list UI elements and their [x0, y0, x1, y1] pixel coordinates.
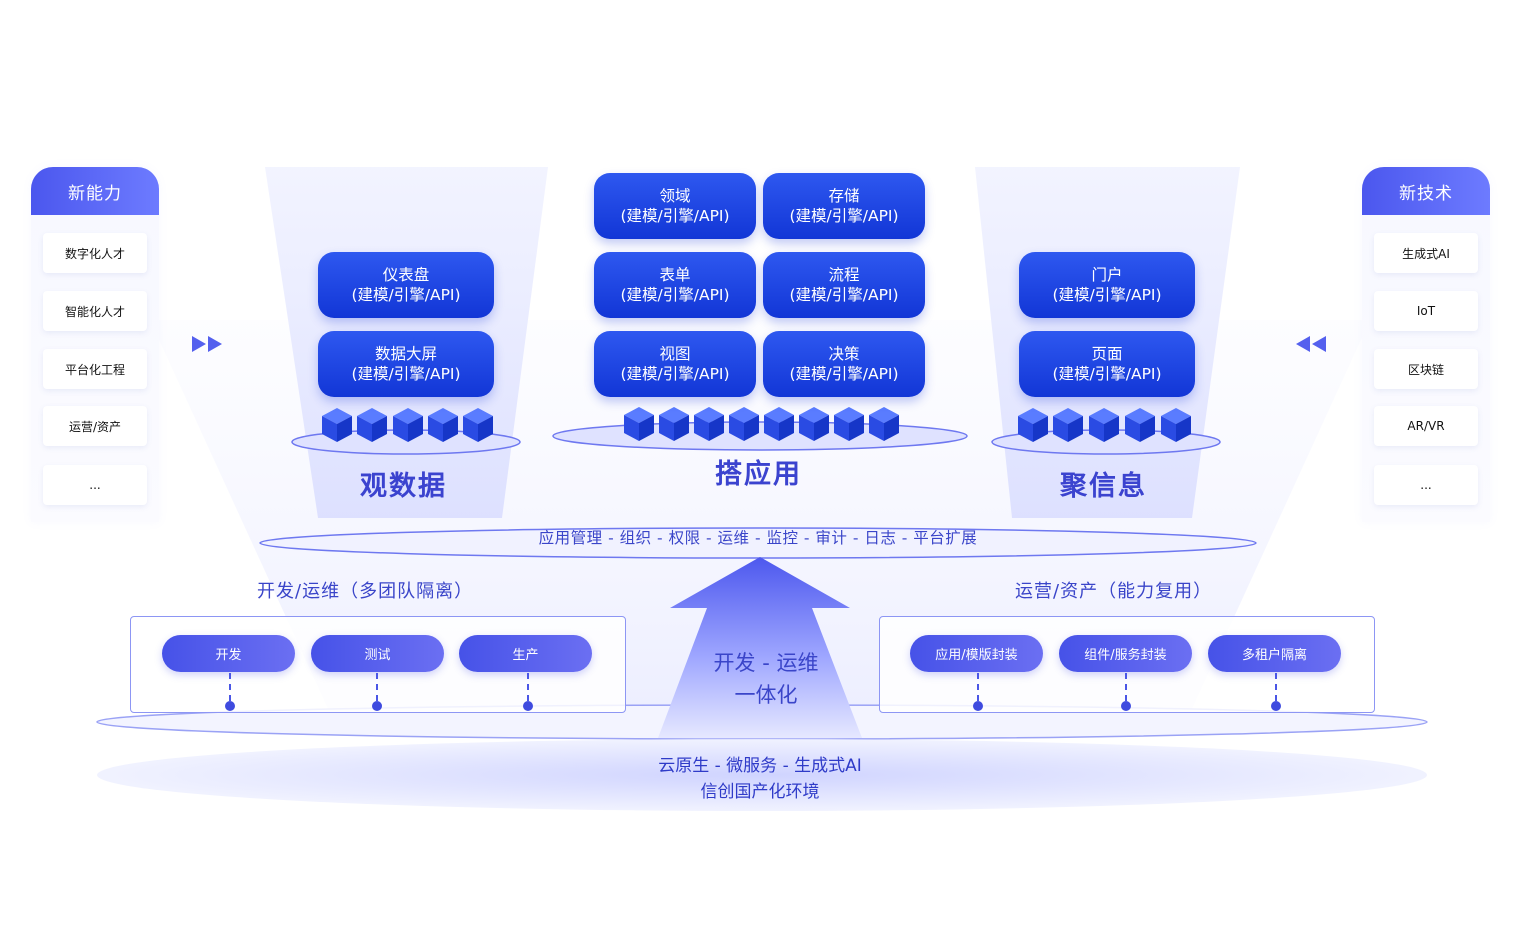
- connector-dot: [1121, 701, 1131, 711]
- pill-develop: 开发: [162, 635, 295, 672]
- cube-icon: [659, 407, 689, 441]
- module-tile-data-screen: 数据大屏 (建模/引擎/API): [318, 331, 494, 397]
- tile-sub: (建模/引擎/API): [789, 286, 899, 304]
- tile-sub: (建模/引擎/API): [1052, 286, 1162, 304]
- pill-app-template-package: 应用/模版封装: [910, 635, 1043, 672]
- technology-item: 区块链: [1374, 349, 1478, 389]
- technology-item: 生成式AI: [1374, 233, 1478, 273]
- cube-icon: [1125, 408, 1155, 442]
- cube-icon: [393, 408, 423, 442]
- platform-capabilities: 应用管理 - 组织 - 权限 - 运维 - 监控 - 审计 - 日志 - 平台扩…: [538, 529, 978, 547]
- tile-name: 决策: [828, 345, 860, 363]
- new-capability-panel: 新能力 数字化人才 智能化人才 平台化工程 运营/资产 ...: [31, 167, 159, 522]
- tile-sub: (建模/引擎/API): [620, 365, 730, 383]
- cube-icon: [1089, 408, 1119, 442]
- cube-icon: [764, 407, 794, 441]
- pill-multi-tenant-isolation: 多租户隔离: [1208, 635, 1341, 672]
- tile-name: 页面: [1091, 345, 1123, 363]
- module-tile-workflow: 流程 (建模/引擎/API): [763, 252, 925, 318]
- disc-center: [552, 421, 968, 451]
- tile-sub: (建模/引擎/API): [351, 286, 461, 304]
- connector-line: [977, 673, 979, 701]
- chevron-left-icon: [1296, 336, 1326, 352]
- cube-icon: [799, 407, 829, 441]
- devops-label: 开发/运维（多团队隔离）: [257, 581, 474, 602]
- tile-name: 表单: [659, 266, 691, 284]
- module-tile-storage: 存储 (建模/引擎/API): [763, 173, 925, 239]
- arrow-text-line2: 一体化: [734, 683, 798, 707]
- connector-dot: [372, 701, 382, 711]
- tile-sub: (建模/引擎/API): [620, 207, 730, 225]
- cube-icon: [1161, 408, 1191, 442]
- base-text-line2: 信创国产化环境: [700, 782, 820, 802]
- cube-icon: [869, 407, 899, 441]
- cube-icon: [624, 407, 654, 441]
- technology-item: AR/VR: [1374, 406, 1478, 446]
- tile-name: 仪表盘: [382, 266, 430, 284]
- connector-dot: [973, 701, 983, 711]
- cube-icon: [729, 407, 759, 441]
- tile-name: 存储: [828, 187, 860, 205]
- cube-icon: [1018, 408, 1048, 442]
- stage-title-aggregate-info: 聚信息: [1060, 471, 1147, 502]
- connector-line: [527, 673, 529, 701]
- module-tile-domain: 领域 (建模/引擎/API): [594, 173, 756, 239]
- module-tile-view: 视图 (建模/引擎/API): [594, 331, 756, 397]
- cube-icon: [428, 408, 458, 442]
- stage-title-build-app: 搭应用: [715, 459, 802, 490]
- stage-title-view-data: 观数据: [360, 471, 447, 502]
- base-text-line1: 云原生 - 微服务 - 生成式AI: [658, 756, 862, 776]
- tile-name: 数据大屏: [374, 345, 437, 363]
- capability-item: 智能化人才: [43, 291, 147, 331]
- chevron-right-icon: [192, 336, 222, 352]
- connector-line: [1275, 673, 1277, 701]
- capability-item: 运营/资产: [43, 406, 147, 446]
- connector-dot: [523, 701, 533, 711]
- tile-sub: (建模/引擎/API): [789, 207, 899, 225]
- tile-sub: (建模/引擎/API): [620, 286, 730, 304]
- tile-name: 视图: [659, 345, 691, 363]
- technology-item: IoT: [1374, 291, 1478, 331]
- connector-line: [229, 673, 231, 701]
- tile-sub: (建模/引擎/API): [1052, 365, 1162, 383]
- tile-name: 门户: [1091, 266, 1123, 284]
- tile-sub: (建模/引擎/API): [351, 365, 461, 383]
- cube-icon: [694, 407, 724, 441]
- pill-component-service-package: 组件/服务封装: [1059, 635, 1192, 672]
- panel-title: 新技术: [1362, 167, 1490, 215]
- new-technology-panel: 新技术 生成式AI IoT 区块链 AR/VR ...: [1362, 167, 1490, 522]
- arrow-text-line1: 开发 - 运维: [713, 651, 819, 675]
- module-tile-dashboard: 仪表盘 (建模/引擎/API): [318, 252, 494, 318]
- cube-icon: [1053, 408, 1083, 442]
- capability-item: 平台化工程: [43, 349, 147, 389]
- technology-item: ...: [1374, 465, 1478, 505]
- connector-line: [1125, 673, 1127, 701]
- cube-icon: [322, 408, 352, 442]
- module-tile-form: 表单 (建模/引擎/API): [594, 252, 756, 318]
- tile-sub: (建模/引擎/API): [789, 365, 899, 383]
- base-platform: [97, 739, 1427, 811]
- cube-icons: [322, 407, 1191, 442]
- capability-item: 数字化人才: [43, 233, 147, 273]
- up-arrow-shape: [658, 557, 862, 738]
- pill-test: 测试: [311, 635, 444, 672]
- panel-title: 新能力: [31, 167, 159, 215]
- operations-label: 运营/资产（能力复用）: [1015, 581, 1213, 602]
- connector-line: [376, 673, 378, 701]
- cube-icon: [834, 407, 864, 441]
- cube-icon: [463, 408, 493, 442]
- module-tile-decision: 决策 (建模/引擎/API): [763, 331, 925, 397]
- connector-dot: [225, 701, 235, 711]
- tile-name: 领域: [659, 187, 691, 205]
- module-tile-portal: 门户 (建模/引擎/API): [1019, 252, 1195, 318]
- platform-ring: [259, 527, 1257, 559]
- pill-production: 生产: [459, 635, 592, 672]
- capability-item: ...: [43, 465, 147, 505]
- connector-dot: [1271, 701, 1281, 711]
- cube-icon: [357, 408, 387, 442]
- tile-name: 流程: [828, 266, 860, 284]
- module-tile-page: 页面 (建模/引擎/API): [1019, 331, 1195, 397]
